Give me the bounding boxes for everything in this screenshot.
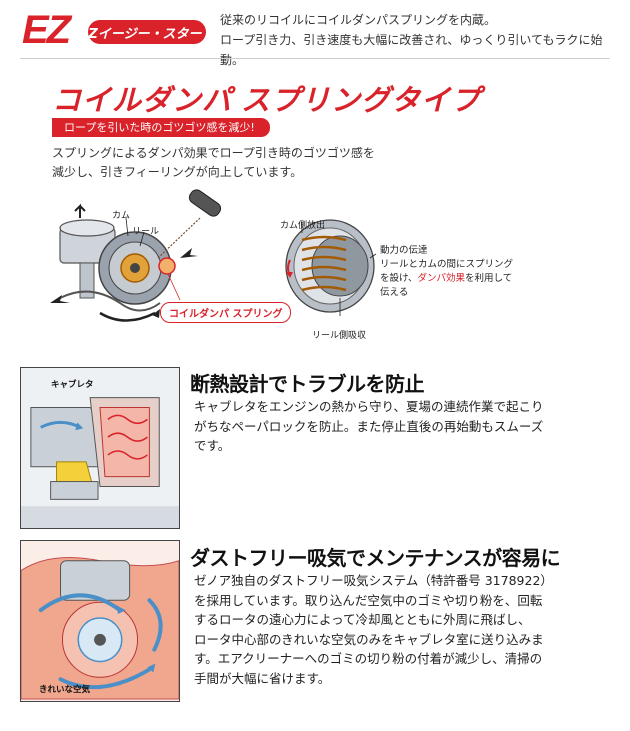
coil-damper-diagram: カム リール コイルダンパ スプリング カム側放出 リール側吸収 動力の伝達 リ…	[40, 188, 600, 348]
cam-release-label: カム側放出	[280, 221, 326, 231]
clean-air-label: きれいな空気	[39, 685, 91, 695]
power-transfer-line: 動力の伝達	[380, 245, 428, 256]
header-description-line: ロープ引き力、引き速度も大幅に改善され、ゆっくり引いてもラクに始動。	[220, 33, 603, 67]
power-transfer-line: リールとカムの間にスプリング	[380, 259, 514, 270]
dust-free-feature-title: ダストフリー吸気でメンテナンスが容易に	[190, 546, 561, 570]
dust-free-body-line: す。エアクリーナーへのゴミの切り粉の付着が減少し、清掃の	[194, 651, 543, 666]
damper-effect-highlight: ダンパ効果	[417, 273, 466, 284]
coil-damper-spring-label: コイルダンパ スプリング	[160, 302, 292, 323]
reel-absorb-label: リール側吸収	[312, 331, 367, 341]
power-transfer-note: 動力の伝達 リールとカムの間にスプリング を設け、ダンパ効果を利用して 伝える	[380, 244, 513, 300]
carburetor-label: キャブレタ	[51, 380, 94, 390]
reel-label: リール	[132, 227, 160, 237]
dust-free-intake-image: きれいな空気	[20, 540, 180, 702]
coil-damper-description: スプリングによるダンパ効果でロープ引き時のゴツゴツ感を 減少し、引きフィーリング…	[52, 144, 412, 182]
dust-free-body-line: するロータの遠心力によって冷却風とともに外周に飛ばし、	[194, 612, 531, 627]
insulation-body-line: キャブレタをエンジンの熱から守り、夏場の連続作業で起こり	[194, 399, 544, 414]
insulation-feature-body: キャブレタをエンジンの熱から守り、夏場の連続作業で起こり がちなペーパロックを防…	[194, 397, 600, 456]
insulation-body-line: です。	[194, 438, 231, 453]
coil-damper-description-line: スプリングによるダンパ効果でロープ引き時のゴツゴツ感を	[52, 146, 375, 160]
ez-easy-start-badge: EZイージー・スタート	[79, 20, 215, 44]
dust-free-body-line: を採用しています。取り込んだ空気中のゴミや切り粉を、回転	[194, 592, 543, 608]
carburetor-insulation-image: キャブレタ	[20, 367, 180, 529]
dust-free-intake-illustration	[21, 541, 179, 701]
cam-label: カム	[112, 211, 131, 221]
coil-damper-description-line: 減少し、引きフィーリングが向上しています。	[52, 165, 303, 179]
dust-free-body-line: ロータ中心部のきれいな空気のみをキャブレタ室に送り込みま	[194, 631, 544, 647]
insulation-body-line: がちなペーパロックを防止。また停止直後の再始動もスムーズ	[194, 418, 544, 434]
power-transfer-line: 伝える	[380, 287, 409, 298]
ez-logo: EZ	[22, 8, 71, 52]
insulation-feature-title: 断熱設計でトラブルを防止	[190, 372, 425, 396]
dust-free-body-line: ゼノア独自のダストフリー吸気システム（特許番号 3178922）	[194, 573, 553, 588]
power-transfer-line: を設け、ダンパ効果を利用して	[380, 273, 513, 284]
coil-damper-title: コイルダンパ スプリングタイプ	[52, 85, 482, 117]
header-description-line: 従来のリコイルにコイルダンパスプリングを内蔵。	[220, 13, 497, 27]
dust-free-feature-body: ゼノア独自のダストフリー吸気システム（特許番号 3178922） を採用していま…	[194, 571, 600, 688]
recoil-mechanism-illustration	[50, 189, 377, 322]
dust-free-body-line: 手間が大幅に省けます。	[194, 670, 331, 686]
carburetor-illustration	[21, 368, 179, 528]
coil-damper-banner: ロープを引いた時のゴツゴツ感を減少!	[52, 118, 270, 137]
header-divider	[20, 58, 610, 59]
header-description: 従来のリコイルにコイルダンパスプリングを内蔵。 ロープ引き力、引き速度も大幅に改…	[220, 10, 620, 70]
